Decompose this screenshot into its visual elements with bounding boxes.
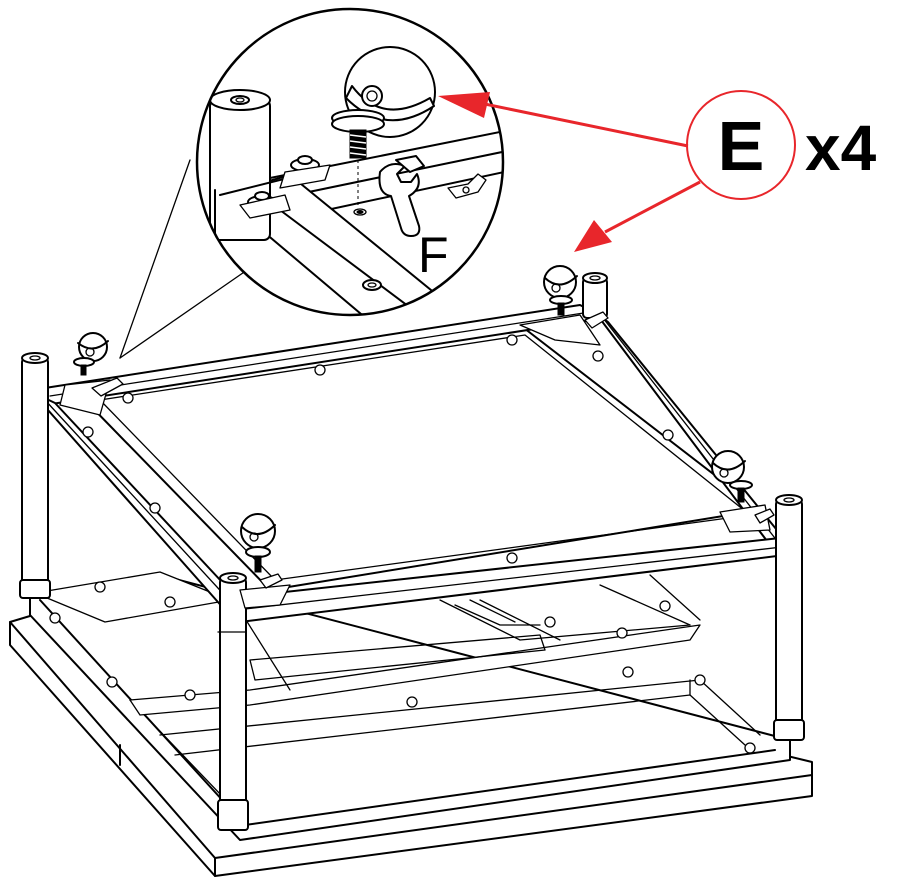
leg-back-right [582, 272, 608, 319]
corner-brackets [59, 311, 775, 609]
zoom-connector [119, 159, 251, 359]
arrow-to-detail-caster [438, 92, 689, 148]
base-screws [49, 581, 756, 754]
base-platform [9, 571, 813, 877]
caster-front-left [240, 513, 276, 573]
quantity-label: x4 [805, 112, 877, 184]
caster-detail [331, 46, 436, 159]
leg-back-left [19, 352, 51, 599]
zoom-circle-border [195, 7, 505, 317]
leg-front-right [773, 494, 805, 741]
legs [19, 272, 805, 831]
arrow-to-back-right-caster [574, 180, 701, 252]
caster-back-right [543, 265, 578, 316]
part-label-e: E [718, 107, 765, 185]
part-callout: E x4 [438, 90, 877, 252]
upper-frame [31, 304, 786, 623]
caster-back-left [73, 332, 109, 376]
caster-front-right [711, 450, 753, 503]
tool-label-f: F [418, 227, 449, 283]
wrench-icon [378, 155, 425, 237]
leg-front-left [217, 572, 291, 831]
detail-zoom: F [195, 7, 505, 317]
